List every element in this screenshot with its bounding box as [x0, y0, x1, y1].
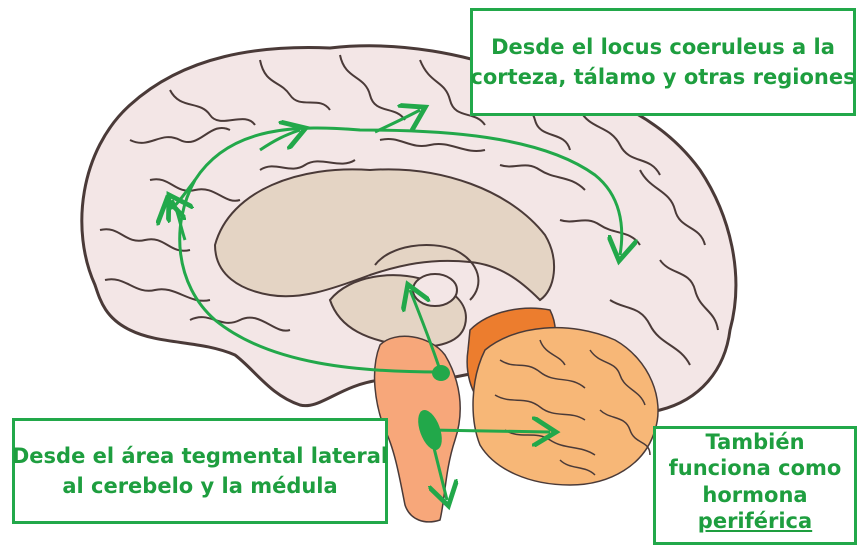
label-left-line-2: al cerebelo y la médula: [62, 471, 337, 501]
label-top-line-2: corteza, tálamo y otras regiones: [470, 62, 855, 92]
label-peripheral-hormone: También funciona como hormona periférica: [653, 426, 857, 545]
lower-inner-ellipse: [413, 274, 457, 306]
label-left-line-1: Desde el área tegmental lateral: [12, 441, 388, 471]
label-right-line-3: hormona: [702, 482, 807, 508]
label-right-line-4: periférica: [698, 508, 812, 534]
locus-coeruleus: [432, 365, 450, 381]
label-right-line-1: También: [705, 429, 804, 455]
label-right-line-2: funciona como: [669, 455, 842, 481]
label-tegmental-area: Desde el área tegmental lateral al cereb…: [12, 418, 388, 524]
label-top-line-1: Desde el locus coeruleus a la: [491, 32, 835, 62]
label-locus-coeruleus: Desde el locus coeruleus a la corteza, t…: [470, 8, 856, 116]
cerebellum: [473, 328, 658, 485]
